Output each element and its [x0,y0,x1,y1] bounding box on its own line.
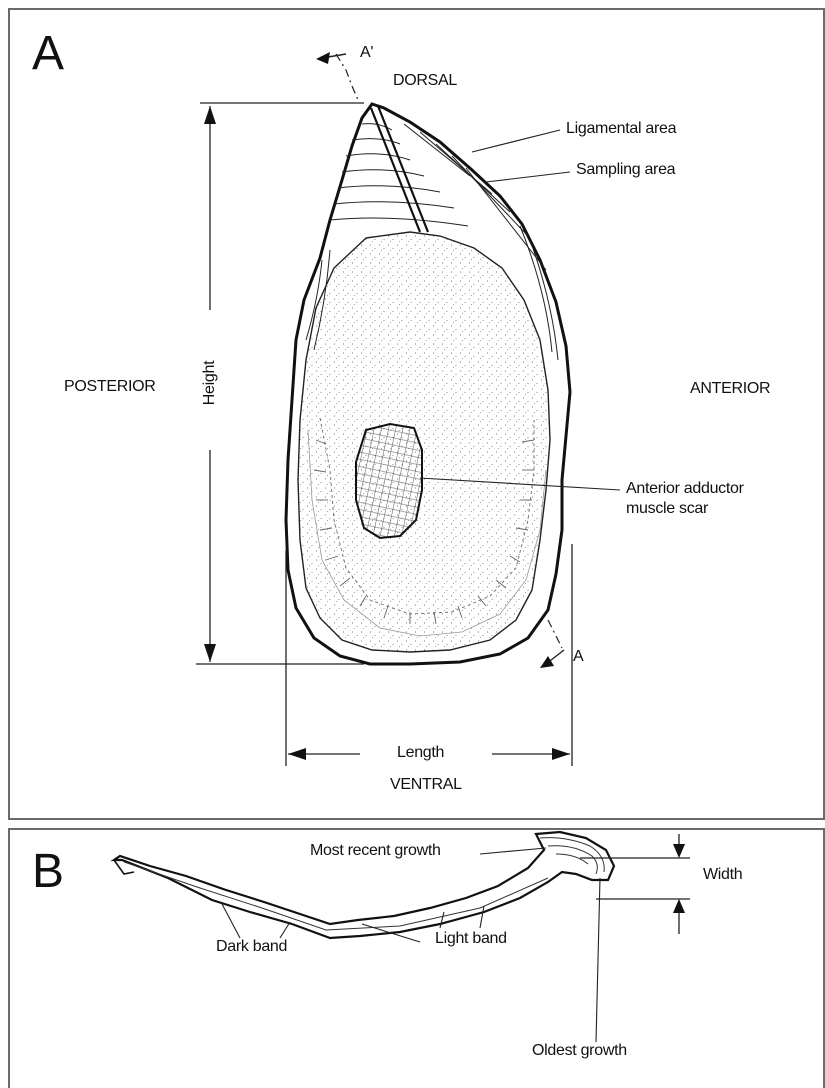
anterior-label: ANTERIOR [690,380,770,398]
posterior-label: POSTERIOR [64,378,156,396]
muscle-scar [356,424,422,538]
height-label: Height [201,345,219,421]
sampling-area-label: Sampling area [576,161,675,179]
section-marker-top: A' [360,44,373,62]
height-arrow-bottom [204,644,216,662]
height-arrow-top [204,106,216,124]
shell-interior-stipple [298,232,550,652]
width-arrow-top [673,844,685,858]
width-arrow-bottom [673,899,685,913]
length-arrow-left [288,748,306,760]
muscle-scar-label-line2: muscle scar [626,500,708,518]
ligamental-area-label: Ligamental area [566,120,676,138]
length-arrow-right [552,748,570,760]
section-marker-bottom: A [573,648,583,666]
muscle-scar-label-line1: Anterior adductor [626,480,744,498]
length-label: Length [397,744,444,762]
oldest-growth-label: Oldest growth [532,1042,627,1060]
light-band-label: Light band [435,930,507,948]
most-recent-growth-label: Most recent growth [310,842,441,860]
dark-band-label: Dark band [216,938,287,956]
width-label: Width [703,866,742,884]
ventral-label: VENTRAL [390,776,462,794]
dorsal-label: DORSAL [393,72,457,90]
